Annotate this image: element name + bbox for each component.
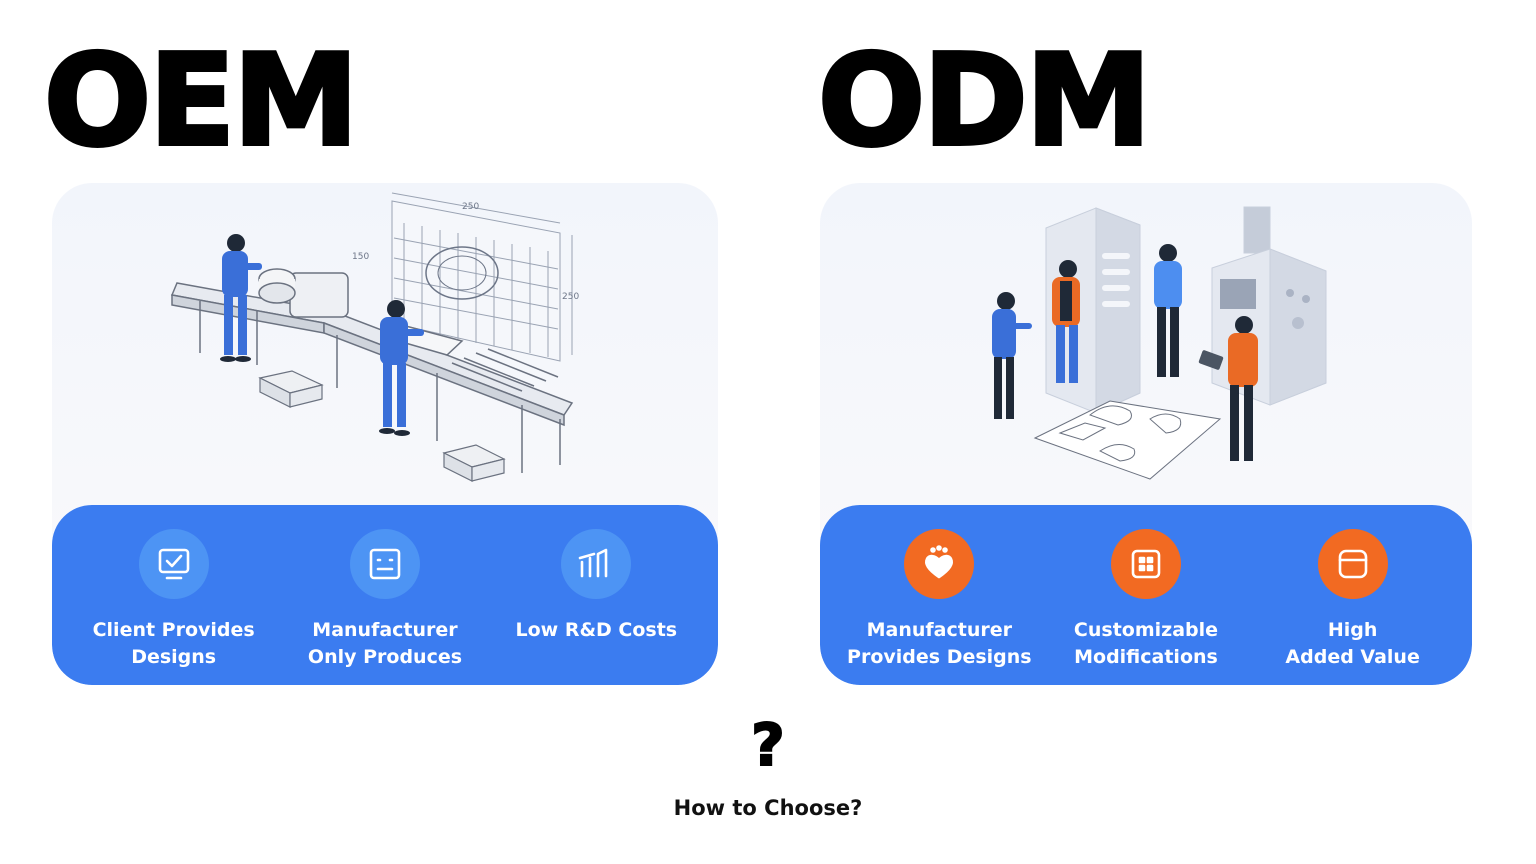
designer-left bbox=[992, 292, 1032, 419]
designer-blue-shirt bbox=[1154, 244, 1182, 377]
odm-design-team-illustration bbox=[992, 206, 1327, 480]
dimension-label-left: 150 bbox=[352, 252, 369, 262]
feature-label: Client Provides Designs bbox=[92, 619, 255, 668]
worker-right bbox=[379, 300, 424, 436]
bar-chart-icon bbox=[561, 529, 632, 599]
odm-feature-high-value: High Added Value bbox=[1253, 529, 1453, 671]
oem-feature-band: Client Provides Designs Manufacturer Onl… bbox=[52, 505, 718, 685]
worker-left bbox=[220, 234, 262, 362]
odm-feature-manufacturer-designs: Manufacturer Provides Designs bbox=[839, 529, 1039, 671]
heart-sparkle-icon bbox=[904, 529, 975, 599]
odm-title: ODM bbox=[816, 27, 1153, 174]
grid-icon bbox=[1110, 529, 1181, 599]
design-sketch-sheets bbox=[1033, 400, 1222, 480]
press-machine bbox=[258, 268, 464, 356]
feature-label: Manufacturer Provides Designs bbox=[847, 619, 1032, 668]
feature-label: High Added Value bbox=[1285, 619, 1420, 668]
blueprint-drawing bbox=[391, 192, 573, 362]
card-icon bbox=[1317, 529, 1388, 599]
oem-feature-client-designs: Client Provides Designs bbox=[74, 529, 274, 671]
engineer-with-tablet bbox=[1198, 316, 1258, 461]
question-mark-icon: ? bbox=[750, 711, 786, 779]
how-to-choose-label: How to Choose? bbox=[673, 796, 863, 820]
oem-title: OEM bbox=[42, 27, 361, 174]
feature-label: Customizable Modifications bbox=[1073, 619, 1219, 668]
box-stack bbox=[258, 370, 506, 482]
machine-face-icon bbox=[349, 529, 420, 599]
oem-card: 250 150 250 bbox=[52, 183, 718, 685]
monitor-check-icon bbox=[138, 529, 209, 599]
dimension-label-top: 250 bbox=[462, 202, 479, 212]
odm-feature-band: Manufacturer Provides Designs Customizab… bbox=[820, 505, 1472, 685]
odm-feature-customizable: Customizable Modifications bbox=[1046, 529, 1246, 671]
oem-feature-manufacturer-produces: Manufacturer Only Produces bbox=[285, 529, 485, 671]
oem-production-line-illustration: 250 150 250 bbox=[170, 192, 579, 482]
feature-label: Manufacturer Only Produces bbox=[307, 619, 463, 668]
dimension-label-right: 250 bbox=[562, 292, 579, 302]
oem-feature-low-rnd: Low R&D Costs bbox=[496, 529, 696, 644]
designer-orange-vest bbox=[1052, 260, 1080, 383]
odm-card: Manufacturer Provides Designs Customizab… bbox=[820, 183, 1472, 685]
feature-label: Low R&D Costs bbox=[515, 619, 678, 641]
